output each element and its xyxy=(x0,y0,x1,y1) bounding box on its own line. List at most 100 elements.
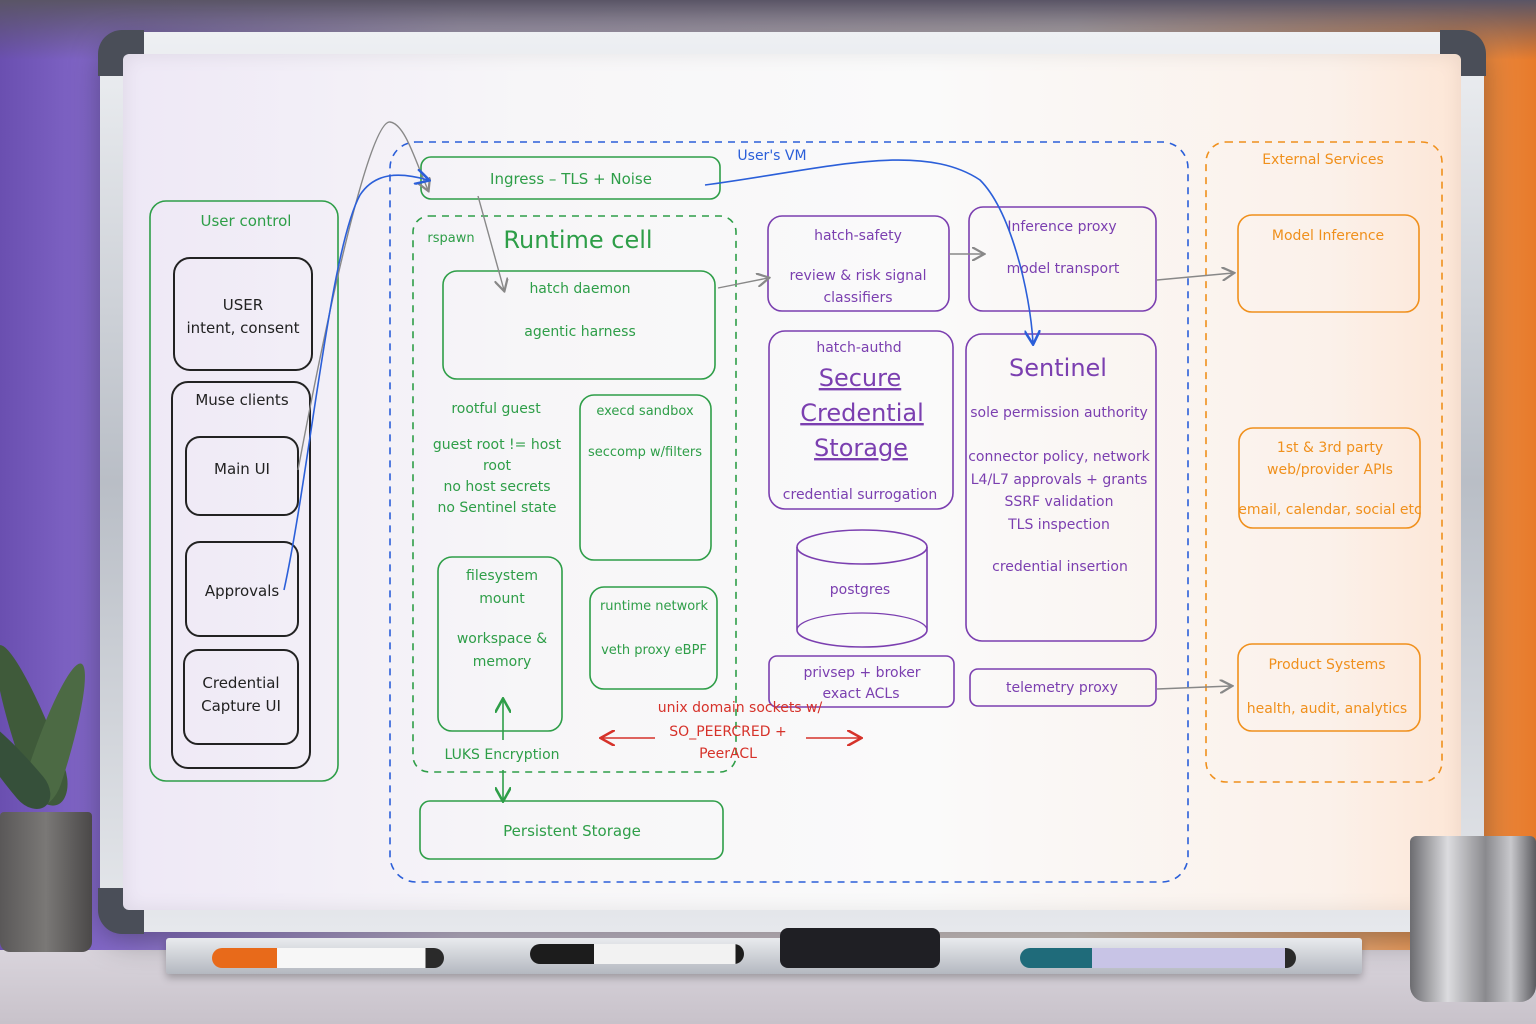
model-inference-label: Model Inference xyxy=(1272,228,1384,244)
gray-arrow-daemon-to-safety xyxy=(717,278,768,289)
eraser xyxy=(780,928,940,968)
credential-capture-line1: Credential xyxy=(202,674,279,692)
runtime-cell-title: Runtime cell xyxy=(503,226,652,254)
filesystem-line2: mount xyxy=(479,591,525,607)
privsep-line2: exact ACLs xyxy=(822,686,899,702)
filesystem-line1: filesystem xyxy=(466,568,538,584)
black-marker xyxy=(530,944,744,964)
user-control-title: User control xyxy=(201,212,292,230)
muse-clients-title: Muse clients xyxy=(195,391,288,409)
approvals-box xyxy=(185,541,299,637)
teal-marker xyxy=(1020,948,1296,968)
plant-pot xyxy=(0,812,92,952)
storage-label: Storage xyxy=(814,434,908,462)
postgres-database-icon xyxy=(796,529,928,648)
postgres-label: postgres xyxy=(830,582,890,598)
rootful-guest-line2: root xyxy=(483,458,512,474)
ingress-label: Ingress – TLS + Noise xyxy=(490,170,652,188)
credential-surrogation-label: credential surrogation xyxy=(783,487,937,503)
main-ui-box xyxy=(185,436,299,516)
hatch-daemon-box xyxy=(442,270,716,380)
persistent-storage-label: Persistent Storage xyxy=(503,822,641,840)
user-box-line1: USER xyxy=(223,296,263,314)
rootful-guest-line1: guest root != host xyxy=(433,437,562,453)
filesystem-line4: memory xyxy=(473,654,532,670)
runtime-network-body: veth proxy eBPF xyxy=(601,643,707,658)
blue-arrow-ingress-to-sentinel xyxy=(704,159,1033,343)
runtime-cell-box xyxy=(412,215,737,773)
uds-note-line3: PeerACL xyxy=(699,746,757,762)
inference-proxy-title: Inference proxy xyxy=(1007,219,1116,235)
product-systems-body: health, audit, analytics xyxy=(1247,701,1407,717)
external-services-title: External Services xyxy=(1262,152,1384,168)
privsep-line1: privsep + broker xyxy=(803,665,920,681)
muse-clients-box xyxy=(171,381,311,769)
main-ui-label: Main UI xyxy=(214,460,270,478)
hatch-safety-title: hatch-safety xyxy=(814,228,902,244)
inference-proxy-box xyxy=(968,206,1157,312)
users-vm-label: User's VM xyxy=(737,148,806,164)
gray-arrow-telemetry-to-product xyxy=(1156,686,1231,689)
approvals-label: Approvals xyxy=(205,582,280,600)
uds-note-line1: unix domain sockets w/ xyxy=(658,700,823,716)
credential-capture-box xyxy=(183,649,299,745)
hatch-daemon-title: hatch daemon xyxy=(529,281,630,297)
user-control-group: User control USER intent, consent Muse c… xyxy=(149,200,339,782)
sentinel-line1: sole permission authority xyxy=(970,405,1148,421)
privsep-box xyxy=(768,655,955,708)
sentinel-line3: L4/L7 approvals + grants xyxy=(971,472,1148,488)
sentinel-box xyxy=(965,333,1157,642)
runtime-network-box xyxy=(589,586,718,690)
persistent-storage-box xyxy=(419,800,724,860)
product-systems-title: Product Systems xyxy=(1268,657,1385,673)
user-box xyxy=(173,257,313,371)
runtime-network-title: runtime network xyxy=(600,599,709,614)
hatch-safety-line2: classifiers xyxy=(823,290,892,306)
sentinel-title: Sentinel xyxy=(1009,354,1107,382)
product-systems-box xyxy=(1237,643,1421,732)
credential-label: Credential xyxy=(800,399,924,427)
sentinel-line6: credential insertion xyxy=(992,559,1128,575)
provider-apis-box xyxy=(1238,427,1421,529)
gray-arrow-rspawn xyxy=(477,195,504,290)
users-vm-boundary xyxy=(389,141,1189,883)
luks-label: LUKS Encryption xyxy=(444,747,559,763)
telemetry-proxy-label: telemetry proxy xyxy=(1006,680,1118,696)
secure-label: Secure xyxy=(819,364,902,392)
sentinel-line5: TLS inspection xyxy=(1007,517,1110,533)
hatch-safety-line1: review & risk signal xyxy=(789,268,926,284)
user-box-line2: intent, consent xyxy=(186,319,299,337)
gray-arrow-main-ui-to-ingress xyxy=(297,121,428,471)
hatch-safety-box xyxy=(767,215,950,312)
execd-sandbox-title: execd sandbox xyxy=(596,404,694,419)
user-control-box xyxy=(149,200,339,782)
inference-proxy-body: model transport xyxy=(1007,261,1120,277)
telemetry-proxy-box xyxy=(969,668,1157,707)
gray-arrow-inference-to-model xyxy=(1156,273,1233,280)
provider-apis-line2: web/provider APIs xyxy=(1267,462,1393,478)
model-inference-box xyxy=(1237,214,1420,313)
provider-apis-line3: email, calendar, social etc xyxy=(1238,502,1421,518)
hatch-authd-title: hatch-authd xyxy=(816,340,901,356)
orange-marker xyxy=(212,948,444,968)
execd-sandbox-box xyxy=(579,394,712,561)
rootful-guest-line3: no host secrets xyxy=(443,479,550,495)
filesystem-box xyxy=(437,556,563,732)
blue-arrow-approvals-to-ingress xyxy=(283,175,428,591)
rootful-guest-title: rootful guest xyxy=(451,401,541,417)
metal-cup xyxy=(1410,836,1536,1002)
uds-note-line2: SO_PEERCRED + xyxy=(669,724,786,740)
credential-capture-line2: Capture UI xyxy=(201,697,281,715)
sentinel-line2: connector policy, network xyxy=(968,449,1150,465)
rspawn-label: rspawn xyxy=(427,231,474,246)
external-services-boundary xyxy=(1205,141,1443,783)
sentinel-line4: SSRF validation xyxy=(1005,494,1114,510)
hatch-daemon-body: agentic harness xyxy=(524,324,636,340)
provider-apis-line1: 1st & 3rd party xyxy=(1277,440,1383,456)
filesystem-line3: workspace & xyxy=(457,631,547,647)
runtime-cell-group: rspawn Runtime cell hatch daemon agentic… xyxy=(412,215,737,773)
whiteboard-surface xyxy=(123,54,1461,910)
execd-sandbox-body: seccomp w/filters xyxy=(588,445,702,460)
hatch-authd-box xyxy=(768,330,954,510)
